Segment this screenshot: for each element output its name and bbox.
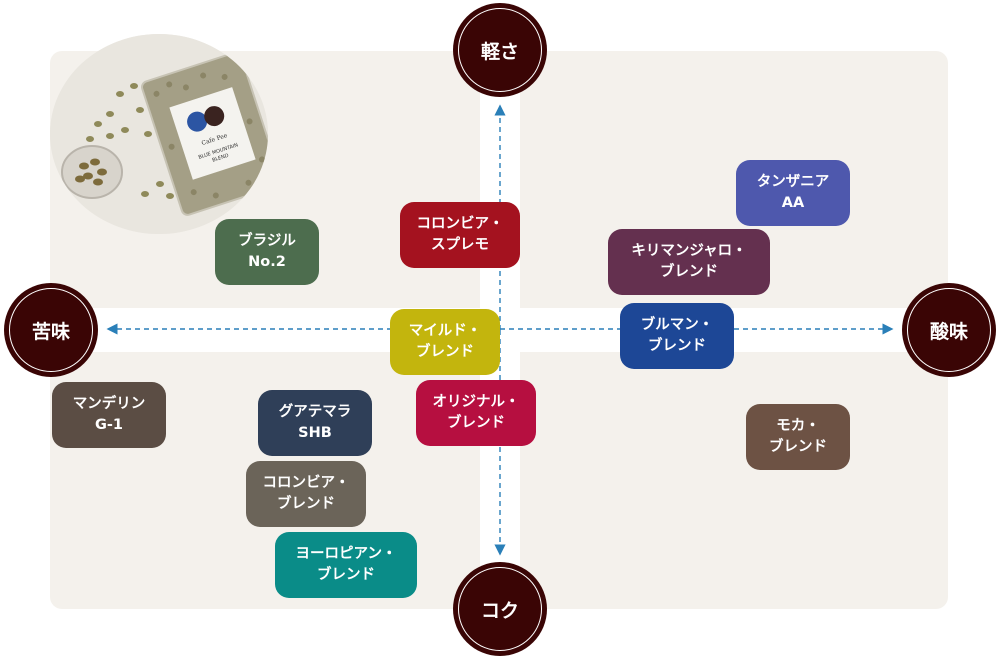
coffee-bag-illustration: Cafe Pee BLUE MOUNTAIN BLEND bbox=[50, 34, 268, 234]
tag-line1: モカ・ bbox=[776, 418, 820, 434]
tag-line2: SHB bbox=[298, 425, 332, 441]
coffee-tag-mandheling[interactable]: マンデリン G-1 bbox=[52, 382, 166, 448]
tag-line1: ブルマン・ bbox=[640, 317, 714, 333]
tag-line1: マイルド・ bbox=[408, 323, 482, 339]
axis-label-text: 苦味 bbox=[31, 320, 70, 343]
coffee-tag-mild[interactable]: マイルド・ ブレンド bbox=[390, 309, 500, 375]
coffee-tag-european[interactable]: ヨーロピアン・ ブレンド bbox=[275, 532, 417, 598]
coffee-tag-brazil[interactable]: ブラジル No.2 bbox=[215, 219, 319, 285]
tag-line1: コロンビア・ bbox=[262, 475, 350, 491]
tag-line2: ブレンド bbox=[447, 415, 505, 431]
tag-line1: コロンビア・ bbox=[416, 216, 504, 232]
axis-label-text: 軽さ bbox=[480, 40, 519, 63]
tag-line1: キリマンジャロ・ bbox=[631, 243, 747, 259]
axis-label-body: コク bbox=[453, 562, 547, 656]
axis-label-bitterness: 苦味 bbox=[4, 283, 98, 377]
tag-line2: スプレモ bbox=[431, 237, 489, 253]
coffee-tag-original[interactable]: オリジナル・ ブレンド bbox=[416, 380, 536, 446]
axis-label-text: コク bbox=[480, 599, 519, 622]
coffee-tag-colombia-supremo[interactable]: コロンビア・ スプレモ bbox=[400, 202, 520, 268]
tag-line1: マンデリン bbox=[72, 396, 146, 412]
package-label-line2: BLEND bbox=[212, 153, 230, 164]
axis-label-acidity: 酸味 bbox=[902, 283, 996, 377]
coffee-tag-colombia-blend[interactable]: コロンビア・ ブレンド bbox=[246, 461, 366, 527]
tag-line2: G-1 bbox=[94, 417, 123, 433]
tag-line2: AA bbox=[781, 195, 805, 211]
tag-line2: No.2 bbox=[248, 254, 286, 270]
tag-line1: オリジナル・ bbox=[432, 394, 520, 410]
tag-line1: ヨーロピアン・ bbox=[295, 546, 397, 562]
tag-line1: タンザニア bbox=[756, 174, 830, 190]
coffee-tag-kilimanjaro[interactable]: キリマンジャロ・ ブレンド bbox=[608, 229, 770, 295]
tag-line2: ブレンド bbox=[416, 344, 474, 360]
tag-line2: ブレンド bbox=[648, 338, 706, 354]
tag-line1: ブラジル bbox=[238, 233, 296, 249]
coffee-tag-tanzania[interactable]: タンザニア AA bbox=[736, 160, 850, 226]
quadrant-bottom-right bbox=[520, 352, 948, 609]
product-photo: Cafe Pee BLUE MOUNTAIN BLEND bbox=[50, 34, 268, 234]
coffee-tag-blue-mountain[interactable]: ブルマン・ ブレンド bbox=[620, 303, 734, 369]
axis-label-lightness: 軽さ bbox=[453, 3, 547, 97]
tag-line1: グアテマラ bbox=[278, 404, 352, 420]
coffee-tag-mocha[interactable]: モカ・ ブレンド bbox=[746, 404, 850, 470]
coffee-tag-guatemala[interactable]: グアテマラ SHB bbox=[258, 390, 372, 456]
tag-line2: ブレンド bbox=[660, 264, 718, 280]
tag-line2: ブレンド bbox=[769, 439, 827, 455]
tag-line2: ブレンド bbox=[317, 567, 375, 583]
axis-label-text: 酸味 bbox=[929, 320, 968, 343]
tag-line2: ブレンド bbox=[277, 496, 335, 512]
